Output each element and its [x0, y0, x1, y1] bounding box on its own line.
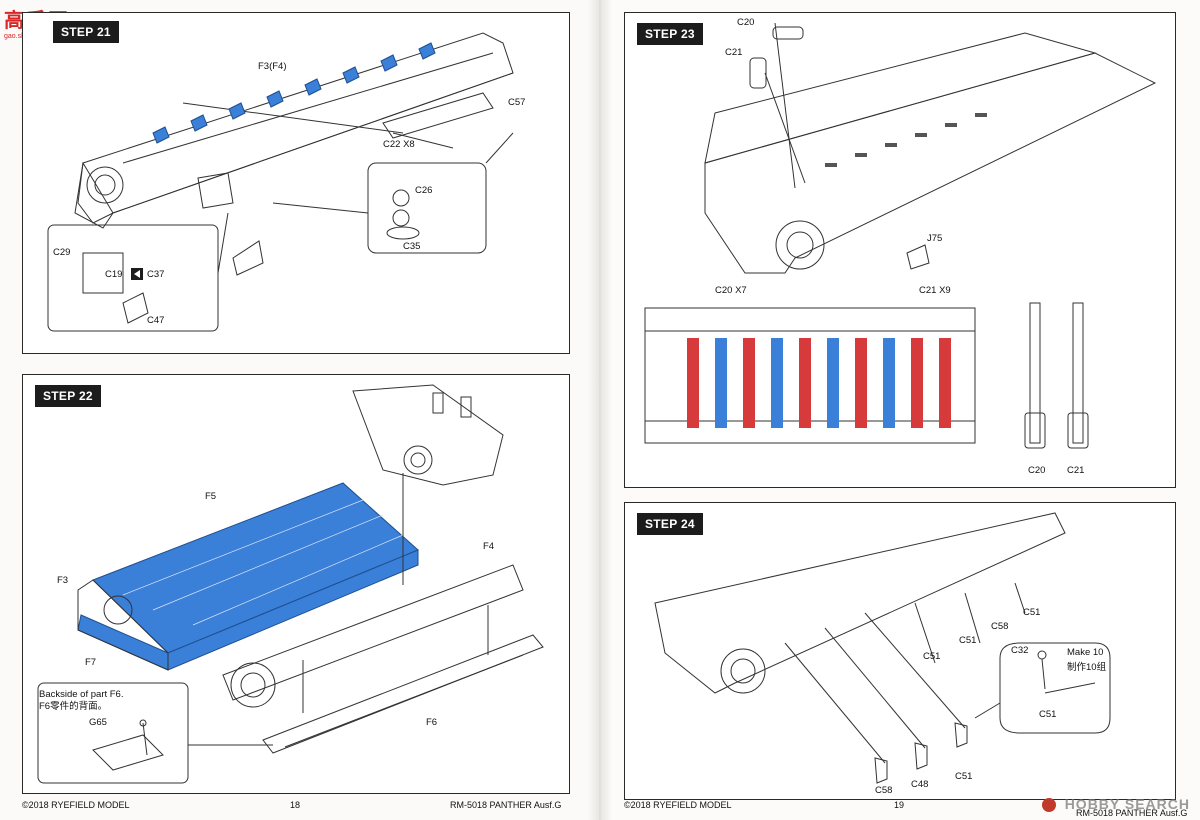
- callout: C20: [1028, 465, 1046, 476]
- callout: C35: [403, 241, 421, 252]
- callout: C48: [911, 779, 929, 790]
- step22-note: Backside of part F6. F6零件的背面。: [39, 689, 123, 713]
- book-gutter: [588, 0, 612, 820]
- page-number-left: 18: [290, 800, 301, 810]
- step21-label: STEP 21: [53, 21, 119, 43]
- callout: F4: [483, 541, 495, 552]
- callout: J75: [927, 233, 943, 244]
- step23-label: STEP 23: [637, 23, 703, 45]
- footer-product-right: RM-5018 PANTHER Ausf.G: [1076, 808, 1188, 818]
- note-line-en: Backside of part F6.: [39, 689, 124, 700]
- callout: C21: [725, 47, 743, 58]
- callout: C22 X8: [383, 139, 415, 150]
- step22-illustration: [37, 384, 544, 784]
- callout: C20 X7: [715, 285, 747, 296]
- step21-illustration: [47, 32, 514, 332]
- callout: C51: [955, 771, 973, 782]
- callout: G65: [89, 717, 107, 728]
- callout: C20: [737, 17, 755, 28]
- page-number-right: 19: [894, 800, 905, 810]
- watermark-text: HOBBY SEARCH: [1064, 796, 1190, 812]
- step22-label: STEP 22: [35, 385, 101, 407]
- callout: C51: [1039, 709, 1057, 720]
- callout: C58: [875, 785, 893, 796]
- footer-product-left: RM-5018 PANTHER Ausf.G: [450, 800, 562, 810]
- step21-panel: STEP 21: [22, 12, 570, 354]
- step23-panel: STEP 23: [624, 12, 1176, 488]
- step24-label: STEP 24: [637, 513, 703, 535]
- callout: C29: [53, 247, 71, 258]
- callout: F3(F4): [258, 61, 287, 72]
- callout: F3: [57, 575, 69, 586]
- callout: C51: [923, 651, 941, 662]
- callout: C32: [1011, 645, 1029, 656]
- callout: C58: [991, 621, 1009, 632]
- callout: C26: [415, 185, 433, 196]
- callout: C51: [1023, 607, 1041, 618]
- callout: F6: [426, 717, 438, 728]
- callout: F5: [205, 491, 217, 502]
- callout: C51: [959, 635, 977, 646]
- hobby-search-watermark: HOBBY SEARCH: [1041, 796, 1190, 813]
- callout: C47: [147, 315, 165, 326]
- step24-panel: STEP 24 C32 C51 C51 C58 C51 C51 C48 C58 …: [624, 502, 1176, 800]
- step24-illustration: [654, 512, 1111, 784]
- callout: C57: [508, 97, 526, 108]
- arm-bars: [687, 338, 951, 428]
- note-line-cn: F6零件的背面。: [39, 701, 108, 712]
- footer-copyright-left: ©2018 RYEFIELD MODEL: [22, 800, 130, 810]
- make-note: Make 10: [1067, 647, 1104, 658]
- step22-panel: STEP 22: [22, 374, 570, 794]
- watermark-logo-icon: [1041, 798, 1056, 813]
- callout: C21 X9: [919, 285, 951, 296]
- step23-illustration: [644, 22, 1157, 449]
- callout: C19: [105, 269, 123, 280]
- footer-copyright-right: ©2018 RYEFIELD MODEL: [624, 800, 732, 810]
- callout: C21: [1067, 465, 1085, 476]
- callout: C37: [147, 269, 165, 280]
- callout: F7: [85, 657, 97, 668]
- make-note-cn: 制作10组: [1067, 662, 1107, 673]
